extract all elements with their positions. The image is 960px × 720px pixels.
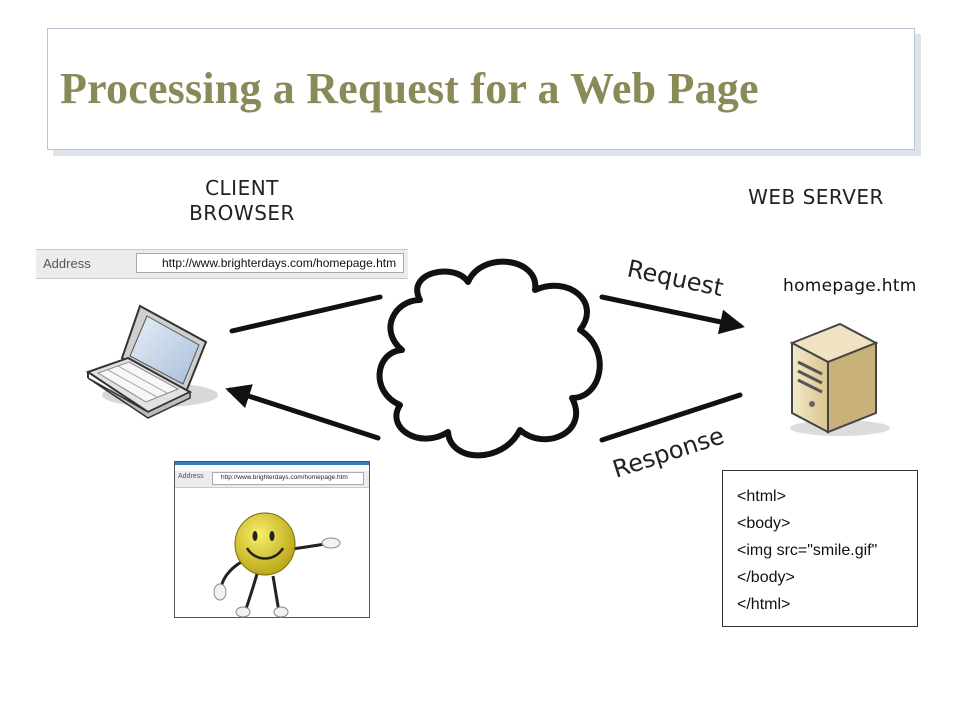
code-line: </html> xyxy=(737,596,791,613)
laptop-icon xyxy=(85,304,218,419)
window-title-bar xyxy=(175,462,369,465)
request-arrow xyxy=(599,294,745,335)
code-line: </body> xyxy=(737,569,795,586)
client-to-cloud-line xyxy=(229,294,383,334)
request-label: Request xyxy=(625,254,726,302)
code-line: <body> xyxy=(737,515,791,532)
address-label: Address xyxy=(43,256,91,271)
client-label-line-1: CLIENT xyxy=(205,176,279,200)
rendered-address-url: http://www.brighterdays.com/homepage.htm xyxy=(221,474,348,481)
html-source-lines: <html> <body> <img src="smile.gif" </bod… xyxy=(737,483,877,618)
code-line: <img src="smile.gif" xyxy=(737,542,878,559)
page-title: Processing a Request for a Web Page xyxy=(60,64,759,113)
browser-address-bar: Address http://www.brighterdays.com/home… xyxy=(36,249,408,279)
client-browser-label: CLIENT BROWSER xyxy=(182,176,302,226)
cloud-to-client-arrow xyxy=(225,384,381,441)
html-source-box: <html> <body> <img src="smile.gif" </bod… xyxy=(722,470,918,627)
rendered-page-address-bar: Address http://www.brighterdays.com/home… xyxy=(175,471,369,488)
smiley-character-image xyxy=(213,512,341,618)
client-label-line-2: BROWSER xyxy=(189,201,295,225)
code-line: <html> xyxy=(737,488,786,505)
address-url: http://www.brighterdays.com/homepage.htm xyxy=(162,256,397,270)
web-server-label: WEB SERVER xyxy=(748,185,884,209)
cloud-icon xyxy=(376,258,603,459)
response-line xyxy=(599,392,743,443)
server-file-name: homepage.htm xyxy=(783,276,917,296)
rendered-page-window: Address http://www.brighterdays.com/home… xyxy=(174,461,370,618)
address-field: http://www.brighterdays.com/homepage.htm xyxy=(136,253,404,273)
rendered-address-field: http://www.brighterdays.com/homepage.htm xyxy=(212,472,364,485)
rendered-address-label: Address xyxy=(178,473,204,480)
server-icon xyxy=(789,322,890,436)
title-banner: Processing a Request for a Web Page xyxy=(47,28,915,150)
